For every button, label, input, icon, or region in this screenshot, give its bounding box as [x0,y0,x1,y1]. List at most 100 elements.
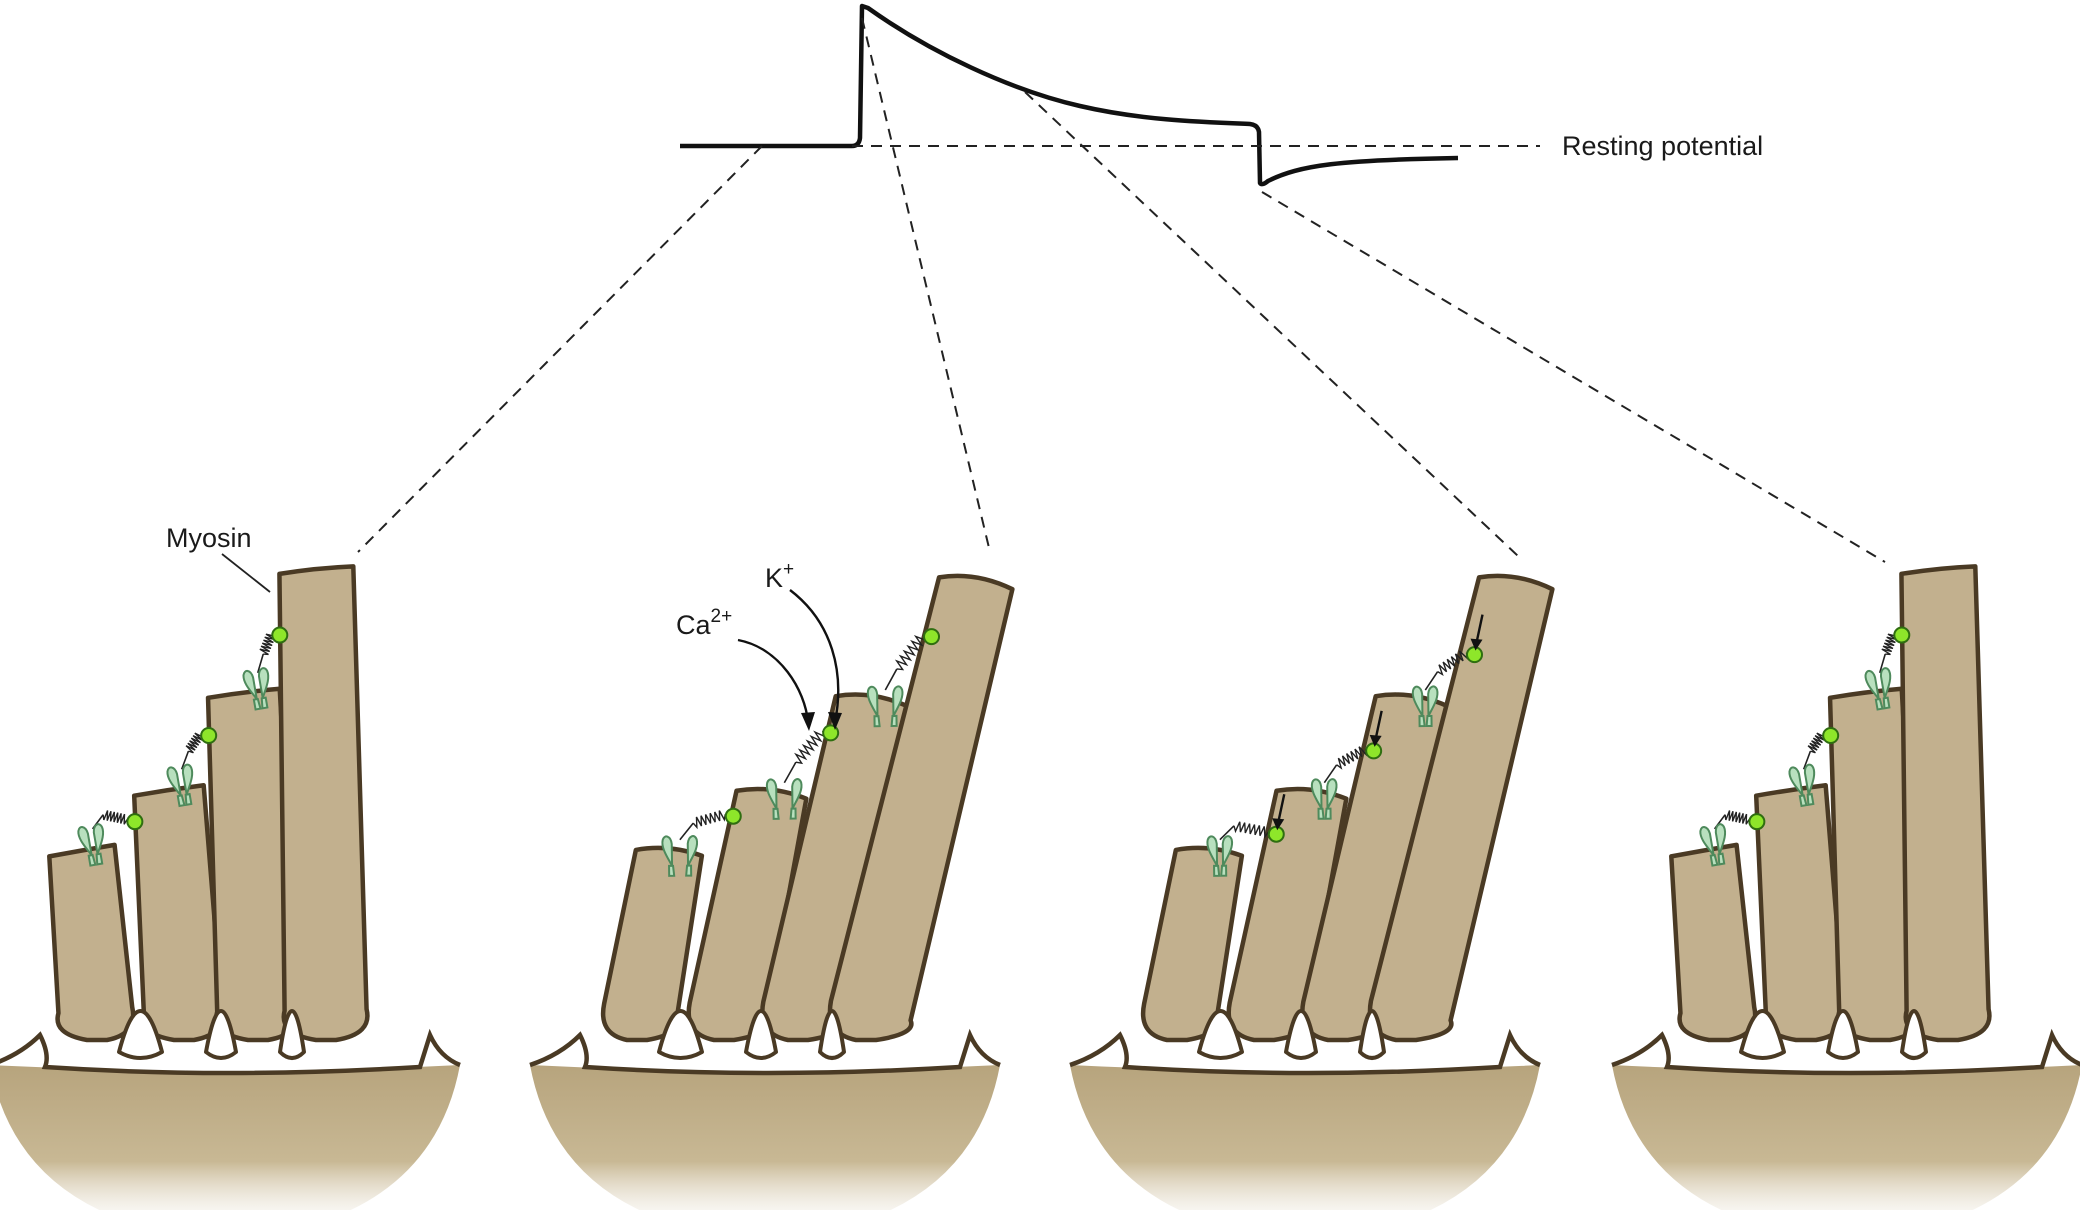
channel-stalk-left [87,853,97,867]
channel-stalk-right [1717,852,1726,866]
transduction-channel [77,823,105,867]
tip-link [884,668,898,691]
cuticular-plate [1070,1065,1540,1210]
stereocilium [1899,564,1992,1043]
myosin-leader-line [221,553,271,593]
transduction-channel [661,835,699,877]
tip-link [1802,750,1812,770]
transduction-channel [866,685,904,728]
channel-stalk-left [1709,853,1719,867]
channel-stalk-right [1806,792,1815,806]
interciliary-space [657,1009,704,1060]
channel-stalk-left [1213,864,1221,877]
gating-spring [794,730,826,765]
tip-link [256,653,265,674]
myosin-motor [1466,646,1484,664]
panel-resting [0,564,461,1210]
panel-adapted [1611,564,2080,1210]
gating-spring [1881,632,1899,656]
tip-link [679,822,694,841]
interciliary-space [1739,1009,1786,1060]
channel-stalk-right [1425,714,1433,728]
myosin-motor [1748,813,1766,831]
channel-stalk-right [890,714,898,727]
cuticular-plate [0,1065,460,1210]
myosin-slip-arrow [1374,710,1383,740]
trace-connectors [357,17,1886,563]
channel-half-left [1699,826,1715,856]
myosin-slip-arrow [1277,793,1286,823]
channel-half-left [242,670,258,700]
tip-link [1424,671,1439,691]
apical-membrane [1611,1028,2080,1076]
gating-spring [1807,732,1827,754]
channel-stalk-left [1798,794,1808,808]
channel-half-right [92,823,105,855]
cuticular-plate [530,1065,1000,1210]
panel-deflected-channels-open [529,573,1015,1210]
myosin-motor [271,626,289,644]
tip-link [1878,653,1887,674]
stereocilium [1753,783,1847,1043]
transduction-channel [765,778,803,820]
ion-annotation: K+ Ca2+ [676,559,842,731]
transduction-channel [1788,763,1816,808]
channel-half-left [765,778,778,810]
resting-potential-label: Resting potential [1562,131,1763,161]
channel-stalk-right [1220,864,1228,877]
k-influx-arrow [789,589,840,723]
receptor-potential-trace: Resting potential [680,3,1763,187]
stereocilium [47,842,136,1043]
myosin-motor [1267,825,1285,843]
connector-adapting [1024,91,1519,557]
channel-stalk-right [95,852,104,866]
interciliary-space [1900,1009,1928,1060]
gating-spring [1437,650,1469,677]
myosin-motor [1365,742,1383,760]
channel-half-right [1879,667,1892,699]
channel-stalk-left [1874,697,1884,711]
channel-half-left [1310,778,1323,810]
apical-membrane [0,1028,461,1076]
gating-spring [894,634,927,671]
myosin-motor [923,628,941,646]
apical-membrane [1069,1028,1541,1076]
tip-link [1323,764,1338,784]
gating-spring [102,810,128,825]
stereocilium [277,564,370,1043]
channel-stalk-left [1418,715,1426,728]
interciliary-space [117,1009,164,1060]
tip-link [1219,825,1235,841]
voltage-trace [680,3,1459,187]
myosin-annotation: Myosin [166,523,271,593]
transduction-channel [166,763,194,808]
channel-half-right [181,763,194,795]
ca-ion-label: Ca2+ [676,606,732,640]
interciliary-space [1826,1009,1860,1060]
gating-spring [1724,810,1750,825]
k-ion-label: K+ [765,559,794,593]
k-ion-symbol: K [765,563,783,593]
myosin-motor [126,813,144,831]
connector-offset [1261,191,1886,563]
myosin-motor [200,726,218,744]
gating-spring [1336,746,1367,770]
channel-half-left [866,685,879,717]
channel-half-left [661,835,674,867]
interciliary-space [744,1009,778,1060]
interciliary-space [1284,1009,1318,1060]
myosin-motor [822,724,840,742]
transduction-channel [1411,685,1439,728]
gating-spring [185,732,205,754]
channel-half-right [1326,778,1338,810]
stereocilium [1669,842,1758,1043]
connector-peak [861,17,991,553]
channel-stalk-right [789,807,797,820]
channel-stalk-left [1317,807,1325,820]
channel-half-left [166,766,182,797]
channel-stalk-right [1882,696,1891,710]
transduction-channel [1310,778,1338,820]
transduction-channel [1206,835,1234,877]
connector-resting [357,145,763,553]
channel-stalk-right [1324,807,1332,820]
